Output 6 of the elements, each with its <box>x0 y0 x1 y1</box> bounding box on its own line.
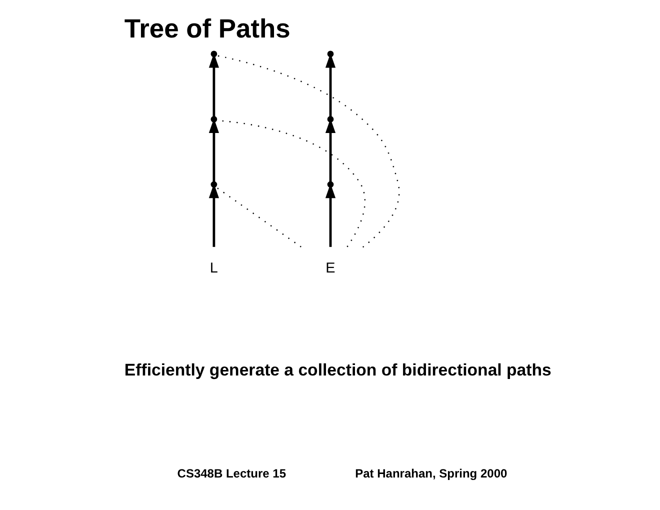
diagram-title: Tree of Paths <box>124 14 290 44</box>
node-text: E <box>325 260 335 277</box>
label: Pat Hanrahan, Spring 2000 <box>354 466 507 480</box>
label: Efficiently generate a collection of bidirectional paths <box>124 360 551 380</box>
label: CS348B Lecture 15 <box>176 466 286 480</box>
node-text: L <box>209 260 218 277</box>
